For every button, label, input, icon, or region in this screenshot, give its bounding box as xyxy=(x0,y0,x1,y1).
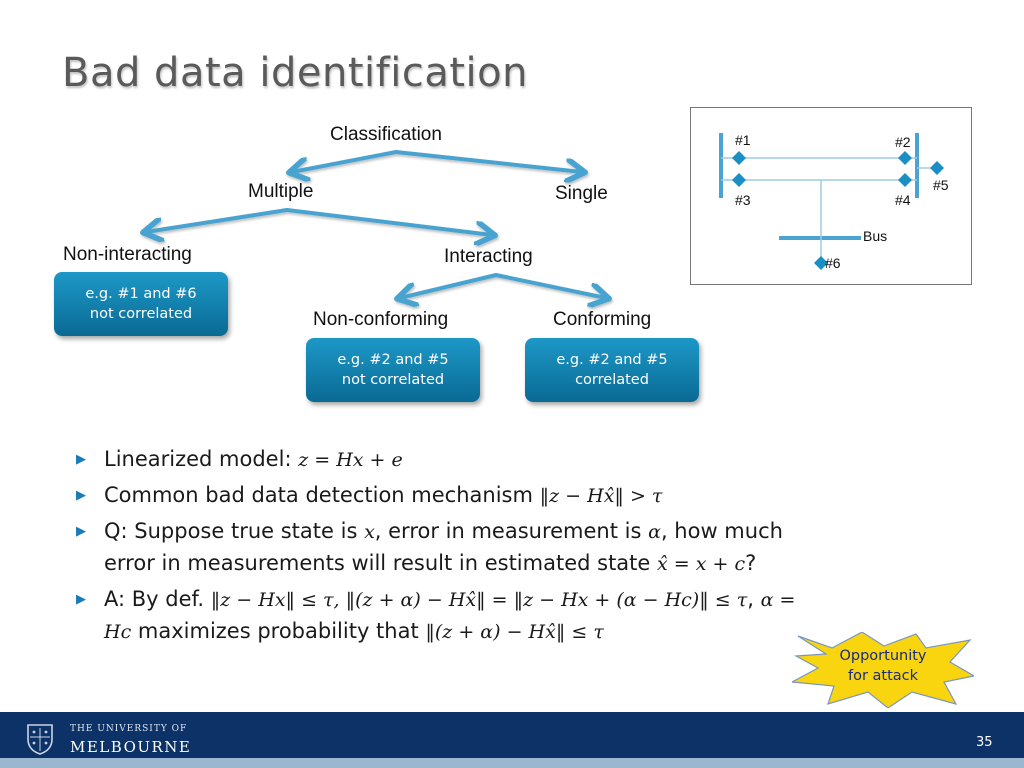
example-line: not correlated xyxy=(341,372,445,388)
bullet-text: Q: Suppose true state is xyxy=(104,519,365,543)
math-expression: z = Hx + e xyxy=(298,449,403,471)
example-line: e.g. #2 and #5 xyxy=(556,352,668,368)
example-line: correlated xyxy=(575,372,649,388)
bus-diagram: #1 #2 #3 #4 #5 #6 Bus xyxy=(690,107,972,285)
bullet-text: maximizes probability that xyxy=(131,619,426,643)
example-line: e.g. #2 and #5 xyxy=(337,352,449,368)
university-crest-icon xyxy=(27,724,53,755)
meter-1-icon xyxy=(732,151,746,165)
page-number: 35 xyxy=(976,735,993,750)
arrow-to-conforming xyxy=(494,273,606,298)
math-expression: ‖z − Hx‖ ≤ τ, ‖(z + α) − Hx̂‖ = ‖z − Hx … xyxy=(210,589,748,611)
math-expression: α xyxy=(648,521,661,543)
bus-diagram-lines xyxy=(719,133,944,270)
example-box-non-interacting: e.g. #1 and #6 not correlated xyxy=(54,272,228,336)
bullet-item: ▶ A: By def. ‖z − Hx‖ ≤ τ, ‖(z + α) − Hx… xyxy=(74,584,954,648)
bullet-text: ? xyxy=(745,551,757,575)
bullet-list: ▶ Linearized model: z = Hx + e ▶ Common … xyxy=(74,444,954,652)
bullet-item: ▶ Common bad data detection mechanism ‖z… xyxy=(74,480,954,512)
callout-text: Opportunity for attack xyxy=(792,646,974,686)
bullet-arrow-icon: ▶ xyxy=(76,524,86,539)
university-name-line1: THE UNIVERSITY OF xyxy=(70,724,188,734)
example-box-non-conforming: e.g. #2 and #5 not correlated xyxy=(306,338,480,402)
university-name-line2: MELBOURNE xyxy=(70,738,192,756)
bullet-text: error in measurements will result in est… xyxy=(104,551,658,575)
example-line: e.g. #1 and #6 xyxy=(85,286,197,302)
bullet-text: A: By def. xyxy=(104,587,211,611)
meter-label-5: #5 xyxy=(933,177,949,193)
node-non-interacting: Non-interacting xyxy=(63,244,192,265)
callout-line: Opportunity xyxy=(839,648,927,664)
example-line: not correlated xyxy=(89,306,193,322)
bullet-arrow-icon: ▶ xyxy=(76,452,86,467)
math-expression: ‖(z + α) − Hx̂‖ ≤ τ xyxy=(425,621,604,643)
slide-title: Bad data identification xyxy=(62,50,528,96)
node-multiple: Multiple xyxy=(248,181,314,202)
math-expression: x̂ = x + c xyxy=(657,553,746,575)
arrow-to-non-conforming xyxy=(400,273,498,298)
meter-label-1: #1 xyxy=(735,132,751,148)
node-classification: Classification xyxy=(330,124,442,145)
bullet-arrow-icon: ▶ xyxy=(76,488,86,503)
meter-3-icon xyxy=(732,173,746,187)
example-box-conforming: e.g. #2 and #5 correlated xyxy=(525,338,699,402)
bullet-text: Common bad data detection mechanism xyxy=(104,483,540,507)
classification-tree-arrows xyxy=(0,150,1024,440)
node-single: Single xyxy=(555,183,608,204)
meter-label-3: #3 xyxy=(735,192,751,208)
math-expression: Hc xyxy=(104,621,132,643)
meter-4-icon xyxy=(898,173,912,187)
bullet-arrow-icon: ▶ xyxy=(76,592,86,607)
bullet-text: , how much xyxy=(660,519,783,543)
meter-5-icon xyxy=(930,161,944,175)
arrow-to-single xyxy=(394,150,582,172)
meter-label-4: #4 xyxy=(895,192,911,208)
footer-stripe xyxy=(0,758,1024,768)
arrow-to-multiple xyxy=(292,150,398,172)
bus-label: Bus xyxy=(863,228,888,244)
math-expression: ‖z − Hx̂‖ > τ xyxy=(539,485,663,507)
meter-6-icon xyxy=(814,256,828,270)
bullet-text: , xyxy=(747,587,761,611)
starburst-callout-shape xyxy=(792,632,974,708)
math-expression: α = xyxy=(760,589,796,611)
math-expression: x xyxy=(364,521,375,543)
bullet-item: ▶ Q: Suppose true state is x, error in m… xyxy=(74,516,954,580)
callout-line: for attack xyxy=(847,668,919,684)
bullet-item: ▶ Linearized model: z = Hx + e xyxy=(74,444,954,476)
arrow-to-interacting xyxy=(285,208,492,235)
meter-label-6: #6 xyxy=(825,255,841,271)
bullet-text: Linearized model: xyxy=(104,447,299,471)
meter-label-2: #2 xyxy=(895,134,911,150)
bullet-text: , error in measurement is xyxy=(374,519,649,543)
node-conforming: Conforming xyxy=(553,309,652,330)
meter-2-icon xyxy=(898,151,912,165)
arrow-to-non-interacting xyxy=(146,208,289,232)
node-non-conforming: Non-conforming xyxy=(313,309,449,330)
node-interacting: Interacting xyxy=(444,246,533,267)
